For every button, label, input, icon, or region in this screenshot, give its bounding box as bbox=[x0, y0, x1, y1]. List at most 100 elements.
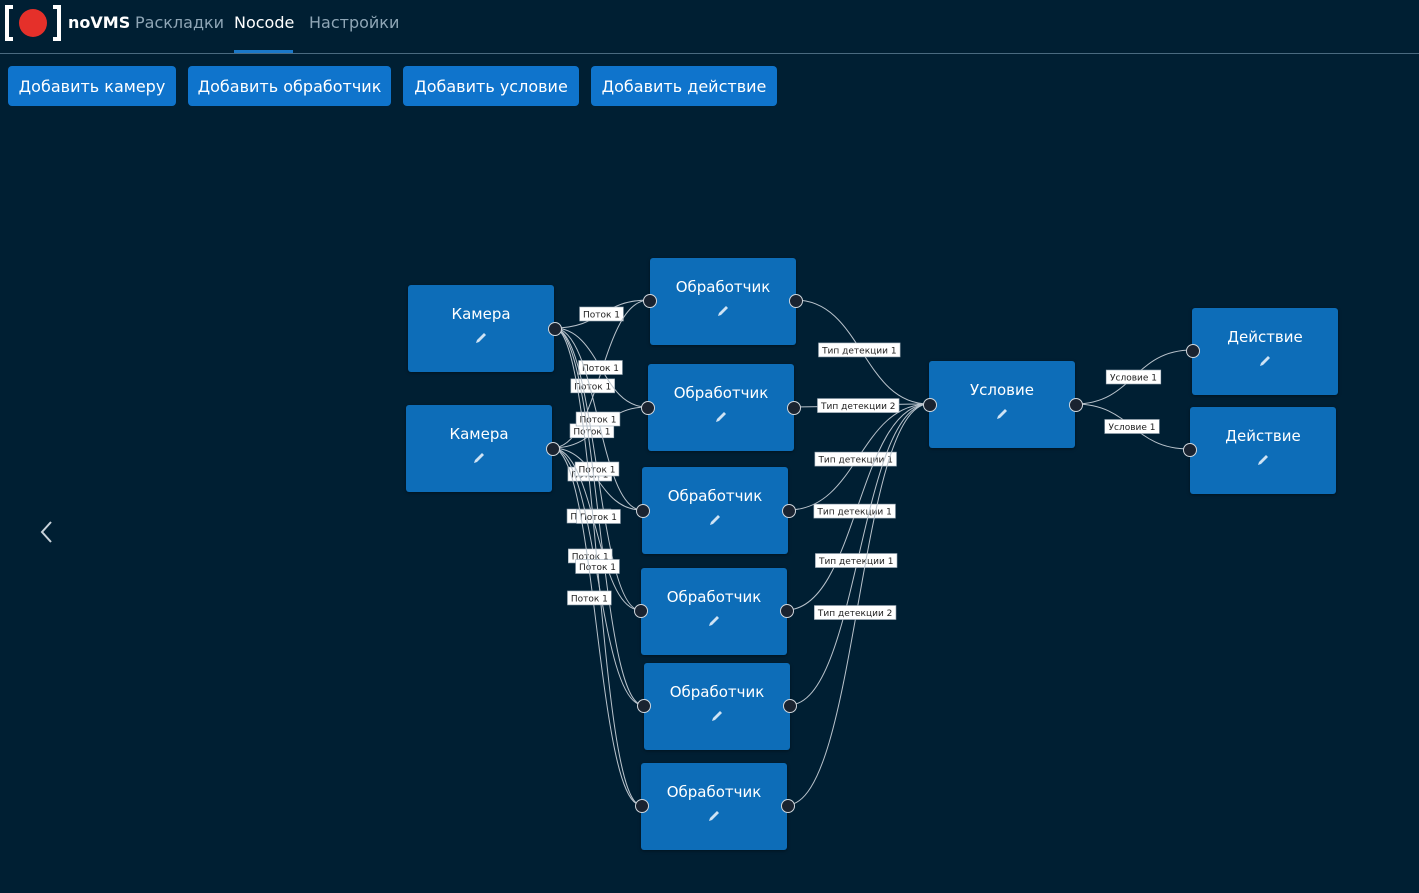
node-handler-5[interactable]: Обработчик bbox=[644, 663, 790, 750]
edge-label: Тип детекции 1 bbox=[815, 553, 898, 568]
svg-text:Тип детекции 2: Тип детекции 2 bbox=[817, 609, 892, 619]
node-action-2[interactable]: Действие bbox=[1190, 407, 1336, 494]
port-handler-2-out[interactable] bbox=[787, 401, 801, 415]
node-title: Обработчик bbox=[666, 783, 762, 801]
edge-label: Тип детекции 1 bbox=[813, 503, 896, 519]
node-title: Камера bbox=[449, 425, 509, 443]
tab-nocode[interactable]: Nocode bbox=[234, 13, 295, 32]
edge-camera-2-handler-6 bbox=[551, 447, 642, 806]
port-condition-in[interactable] bbox=[923, 398, 937, 412]
port-handler-6-out[interactable] bbox=[781, 799, 795, 813]
port-camera-1-out[interactable] bbox=[548, 322, 562, 336]
port-handler-4-out[interactable] bbox=[780, 604, 794, 618]
edge-label: Поток 1 bbox=[575, 411, 621, 427]
edge-label: Тип детекции 1 bbox=[814, 451, 897, 467]
svg-text:Поток 1: Поток 1 bbox=[573, 427, 610, 437]
pencil-icon[interactable] bbox=[707, 809, 721, 823]
pencil-icon[interactable] bbox=[707, 614, 721, 628]
svg-text:Поток 1: Поток 1 bbox=[571, 594, 608, 604]
add-condition-button[interactable]: Добавить условие bbox=[403, 66, 579, 106]
port-action-1-in[interactable] bbox=[1186, 344, 1200, 358]
port-handler-4-in[interactable] bbox=[634, 604, 648, 618]
svg-text:Поток 1: Поток 1 bbox=[574, 382, 611, 392]
port-handler-6-in[interactable] bbox=[635, 799, 649, 813]
port-handler-3-in[interactable] bbox=[636, 504, 650, 518]
brand-name: noVMS bbox=[68, 13, 131, 32]
node-title: Обработчик bbox=[675, 278, 771, 296]
port-handler-3-out[interactable] bbox=[782, 504, 796, 518]
add-action-button[interactable]: Добавить действие bbox=[591, 66, 777, 106]
node-handler-3[interactable]: Обработчик bbox=[642, 467, 788, 554]
edge-label: Поток 1 bbox=[576, 509, 621, 524]
svg-text:Поток 1: Поток 1 bbox=[572, 552, 609, 562]
port-action-2-in[interactable] bbox=[1183, 443, 1197, 457]
chevron-left-icon[interactable] bbox=[38, 519, 56, 545]
edge-label: Условие 1 bbox=[1104, 419, 1160, 434]
tab-layouts[interactable]: Раскладки bbox=[135, 13, 225, 32]
svg-text:Тип детекции 1: Тип детекции 1 bbox=[817, 456, 892, 466]
pencil-icon[interactable] bbox=[1256, 453, 1270, 467]
port-handler-5-out[interactable] bbox=[783, 699, 797, 713]
port-handler-1-out[interactable] bbox=[789, 294, 803, 308]
edge-label: Тип детекции 2 bbox=[814, 605, 897, 620]
edge-camera-2-handler-5 bbox=[551, 447, 644, 706]
node-action-1[interactable]: Действие bbox=[1192, 308, 1338, 395]
node-title: Действие bbox=[1227, 328, 1303, 346]
svg-text:Условие 1: Условие 1 bbox=[1110, 374, 1157, 384]
svg-text:Поток 1: Поток 1 bbox=[582, 364, 619, 374]
node-title: Обработчик bbox=[673, 384, 769, 402]
pencil-icon[interactable] bbox=[474, 331, 488, 345]
svg-text:Тип детекции 1: Тип детекции 1 bbox=[818, 557, 893, 567]
node-handler-6[interactable]: Обработчик bbox=[641, 763, 787, 850]
tab-settings[interactable]: Настройки bbox=[309, 13, 400, 32]
edge-handler-6-condition bbox=[786, 403, 930, 806]
svg-text:Тип детекции 1: Тип детекции 1 bbox=[816, 508, 891, 518]
top-bar: noVMS Раскладки Nocode Настройки bbox=[0, 0, 1419, 54]
edge-camera-2-handler-4 bbox=[551, 447, 641, 611]
node-camera-1[interactable]: Камера bbox=[408, 285, 554, 372]
node-title: Обработчик bbox=[669, 683, 765, 701]
edge-label: Тип детекции 2 bbox=[817, 398, 900, 413]
active-tab-indicator bbox=[234, 50, 293, 53]
novms-logo bbox=[5, 5, 61, 41]
port-handler-1-in[interactable] bbox=[643, 294, 657, 308]
pencil-icon[interactable] bbox=[995, 407, 1009, 421]
svg-text:Тип детекции 1: Тип детекции 1 bbox=[821, 346, 896, 356]
svg-text:Условие 1: Условие 1 bbox=[1109, 423, 1156, 433]
edge-label: Тип детекции 1 bbox=[818, 342, 901, 358]
edge-label: Поток 1 bbox=[575, 559, 620, 574]
edge-label: Поток 1 bbox=[579, 306, 624, 322]
node-camera-2[interactable]: Камера bbox=[406, 405, 552, 492]
node-handler-4[interactable]: Обработчик bbox=[641, 568, 787, 655]
port-handler-2-in[interactable] bbox=[641, 401, 655, 415]
node-title: Обработчик bbox=[667, 487, 763, 505]
port-camera-2-out[interactable] bbox=[546, 442, 560, 456]
add-handler-button[interactable]: Добавить обработчик bbox=[188, 66, 391, 106]
svg-text:Поток 1: Поток 1 bbox=[579, 563, 616, 573]
node-title: Условие bbox=[970, 381, 1034, 399]
edge-label: Условие 1 bbox=[1105, 369, 1162, 385]
svg-text:Поток 1: Поток 1 bbox=[579, 416, 616, 426]
edge-label: Поток 1 bbox=[567, 590, 612, 606]
pencil-icon[interactable] bbox=[716, 304, 730, 318]
pencil-icon[interactable] bbox=[708, 513, 722, 527]
node-title: Действие bbox=[1225, 427, 1301, 445]
svg-text:Тип детекции 2: Тип детекции 2 bbox=[820, 402, 895, 412]
edge-label: Поток 1 bbox=[574, 461, 620, 477]
pencil-icon[interactable] bbox=[710, 709, 724, 723]
pencil-icon[interactable] bbox=[1258, 354, 1272, 368]
svg-text:Поток 1: Поток 1 bbox=[578, 466, 615, 476]
node-title: Камера bbox=[451, 305, 511, 323]
port-handler-5-in[interactable] bbox=[637, 699, 651, 713]
svg-text:Поток 1: Поток 1 bbox=[583, 311, 620, 321]
svg-text:Поток 1: Поток 1 bbox=[580, 513, 617, 523]
add-camera-button[interactable]: Добавить камеру bbox=[8, 66, 176, 106]
node-title: Обработчик bbox=[666, 588, 762, 606]
node-handler-1[interactable]: Обработчик bbox=[650, 258, 796, 345]
pencil-icon[interactable] bbox=[472, 451, 486, 465]
node-condition[interactable]: Условие bbox=[929, 361, 1075, 448]
port-condition-out[interactable] bbox=[1069, 398, 1083, 412]
node-handler-2[interactable]: Обработчик bbox=[648, 364, 794, 451]
pencil-icon[interactable] bbox=[714, 410, 728, 424]
